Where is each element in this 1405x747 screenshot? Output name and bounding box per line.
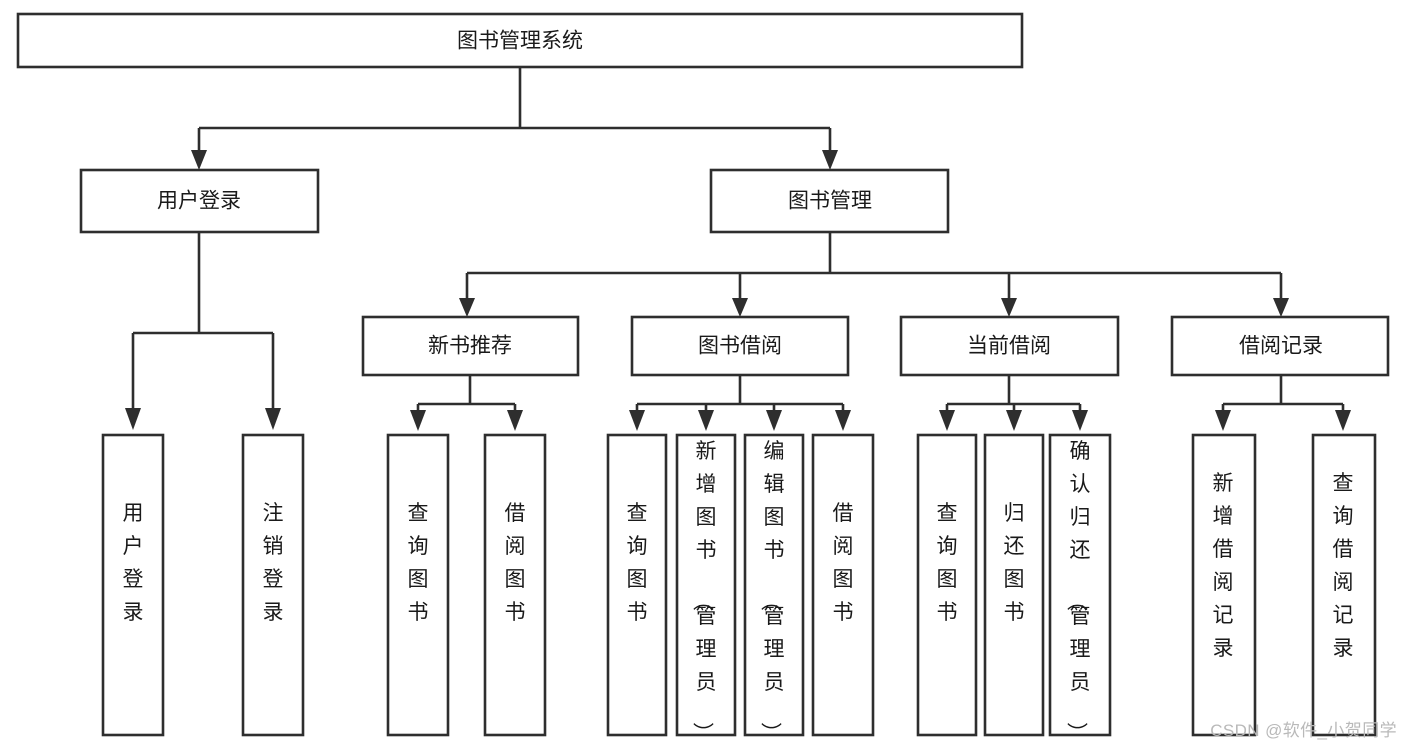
arrow-head-icon [459,298,475,317]
leaf-node-add-record[interactable]: 新增借阅记录 [1191,433,1257,737]
leaf-return-book-box[interactable] [983,433,1045,737]
leaf-confirm-return-label: 确认归还（管理员） [1065,440,1091,743]
leaf-query-record-label: 查询借阅记录 [1333,472,1354,660]
node-book-borrow-box[interactable] [630,315,850,377]
connector-group-borrow-record [1215,375,1351,431]
leaf-add-record-label: 新增借阅记录 [1213,472,1234,660]
leaf-borrow-book-2-box[interactable] [811,433,875,737]
node-borrow-record-box[interactable] [1170,315,1390,377]
connector-group-root [191,67,838,170]
connector-group-user-login [125,232,281,430]
leaf-node-return-book[interactable]: 归还图书 [983,433,1045,737]
node-root-box[interactable] [16,12,1024,69]
leaf-edit-book-label: 编辑图书（管理员） [759,440,785,743]
leaf-query-record-box[interactable] [1311,433,1377,737]
leaf-logout-login-box[interactable] [241,433,305,737]
leaf-borrow-book-1-label: 借阅图书 [505,502,526,624]
node-book-borrow[interactable]: 图书借阅 [630,315,850,377]
arrow-head-icon [732,298,748,317]
node-book-borrow-label: 图书借阅 [698,335,782,358]
node-borrow-record-label: 借阅记录 [1239,335,1323,358]
arrow-head-icon [265,408,281,430]
node-new-book-recommend-box[interactable] [361,315,580,377]
leaf-confirm-return-box[interactable] [1048,433,1112,737]
node-new-book-recommend-label: 新书推荐 [428,335,512,358]
leaf-node-user-login[interactable]: 用户登录 [101,433,165,737]
leaf-add-book-label: 新增图书（管理员） [691,440,717,743]
arrow-head-icon [1215,410,1231,431]
node-current-borrow-box[interactable] [899,315,1120,377]
arrow-head-icon [939,410,955,431]
node-new-book-recommend[interactable]: 新书推荐 [361,315,580,377]
leaf-node-edit-book[interactable]: 编辑图书（管理员） [743,433,805,743]
node-book-management[interactable]: 图书管理 [709,168,950,234]
arrow-head-icon [822,150,838,170]
leaf-node-borrow-book-2[interactable]: 借阅图书 [811,433,875,737]
leaf-query-book-3-label: 查询图书 [937,502,958,624]
leaf-query-book-2-label: 查询图书 [627,502,648,624]
leaf-node-add-book[interactable]: 新增图书（管理员） [675,433,737,743]
leaf-return-book-label: 归还图书 [1004,502,1025,624]
leaf-query-book-1-box[interactable] [386,433,450,737]
arrow-head-icon [835,410,851,431]
leaf-node-query-book-1[interactable]: 查询图书 [386,433,450,737]
leaf-logout-login-label: 注销登录 [263,502,284,624]
arrow-head-icon [629,410,645,431]
leaf-edit-book-box[interactable] [743,433,805,737]
arrow-head-icon [1273,298,1289,317]
node-user-login-label: 用户登录 [157,190,241,213]
connector-group-new-book-recommend [410,375,523,431]
leaf-query-book-2-box[interactable] [606,433,668,737]
node-current-borrow[interactable]: 当前借阅 [899,315,1120,377]
arrow-head-icon [191,150,207,170]
leaf-borrow-book-1-box[interactable] [483,433,547,737]
leaf-add-record-box[interactable] [1191,433,1257,737]
arrow-head-icon [1001,298,1017,317]
csdn-watermark: CSDN @软件_小贺同学 [1210,721,1397,740]
connector-group-book-management [459,232,1289,317]
arrow-head-icon [507,410,523,431]
leaf-user-login-label: 用户登录 [123,502,144,624]
leaf-node-query-book-3[interactable]: 查询图书 [916,433,978,737]
node-book-management-box[interactable] [709,168,950,234]
node-book-management-label: 图书管理 [788,190,872,213]
connector-group-current-borrow [939,375,1088,431]
leaf-node-query-record[interactable]: 查询借阅记录 [1311,433,1377,737]
arrow-head-icon [1335,410,1351,431]
node-borrow-record[interactable]: 借阅记录 [1170,315,1390,377]
node-root-label: 图书管理系统 [457,30,583,53]
node-root[interactable]: 图书管理系统 [16,12,1024,69]
leaf-node-logout-login[interactable]: 注销登录 [241,433,305,737]
node-current-borrow-label: 当前借阅 [967,335,1051,358]
connector-group-book-borrow [629,375,851,431]
leaf-node-borrow-book-1[interactable]: 借阅图书 [483,433,547,737]
arrow-head-icon [766,410,782,431]
leaf-query-book-3-box[interactable] [916,433,978,737]
leaf-query-book-1-label: 查询图书 [408,502,429,624]
leaf-node-query-book-2[interactable]: 查询图书 [606,433,668,737]
leaf-add-book-box[interactable] [675,433,737,737]
arrow-head-icon [125,408,141,430]
arrow-head-icon [1006,410,1022,431]
arrow-head-icon [1072,410,1088,431]
arrow-head-icon [698,410,714,431]
arrow-head-icon [410,410,426,431]
node-user-login-box[interactable] [79,168,320,234]
leaf-user-login-box[interactable] [101,433,165,737]
node-user-login[interactable]: 用户登录 [79,168,320,234]
leaf-node-confirm-return[interactable]: 确认归还（管理员） [1048,433,1112,743]
leaf-borrow-book-2-label: 借阅图书 [833,502,854,624]
